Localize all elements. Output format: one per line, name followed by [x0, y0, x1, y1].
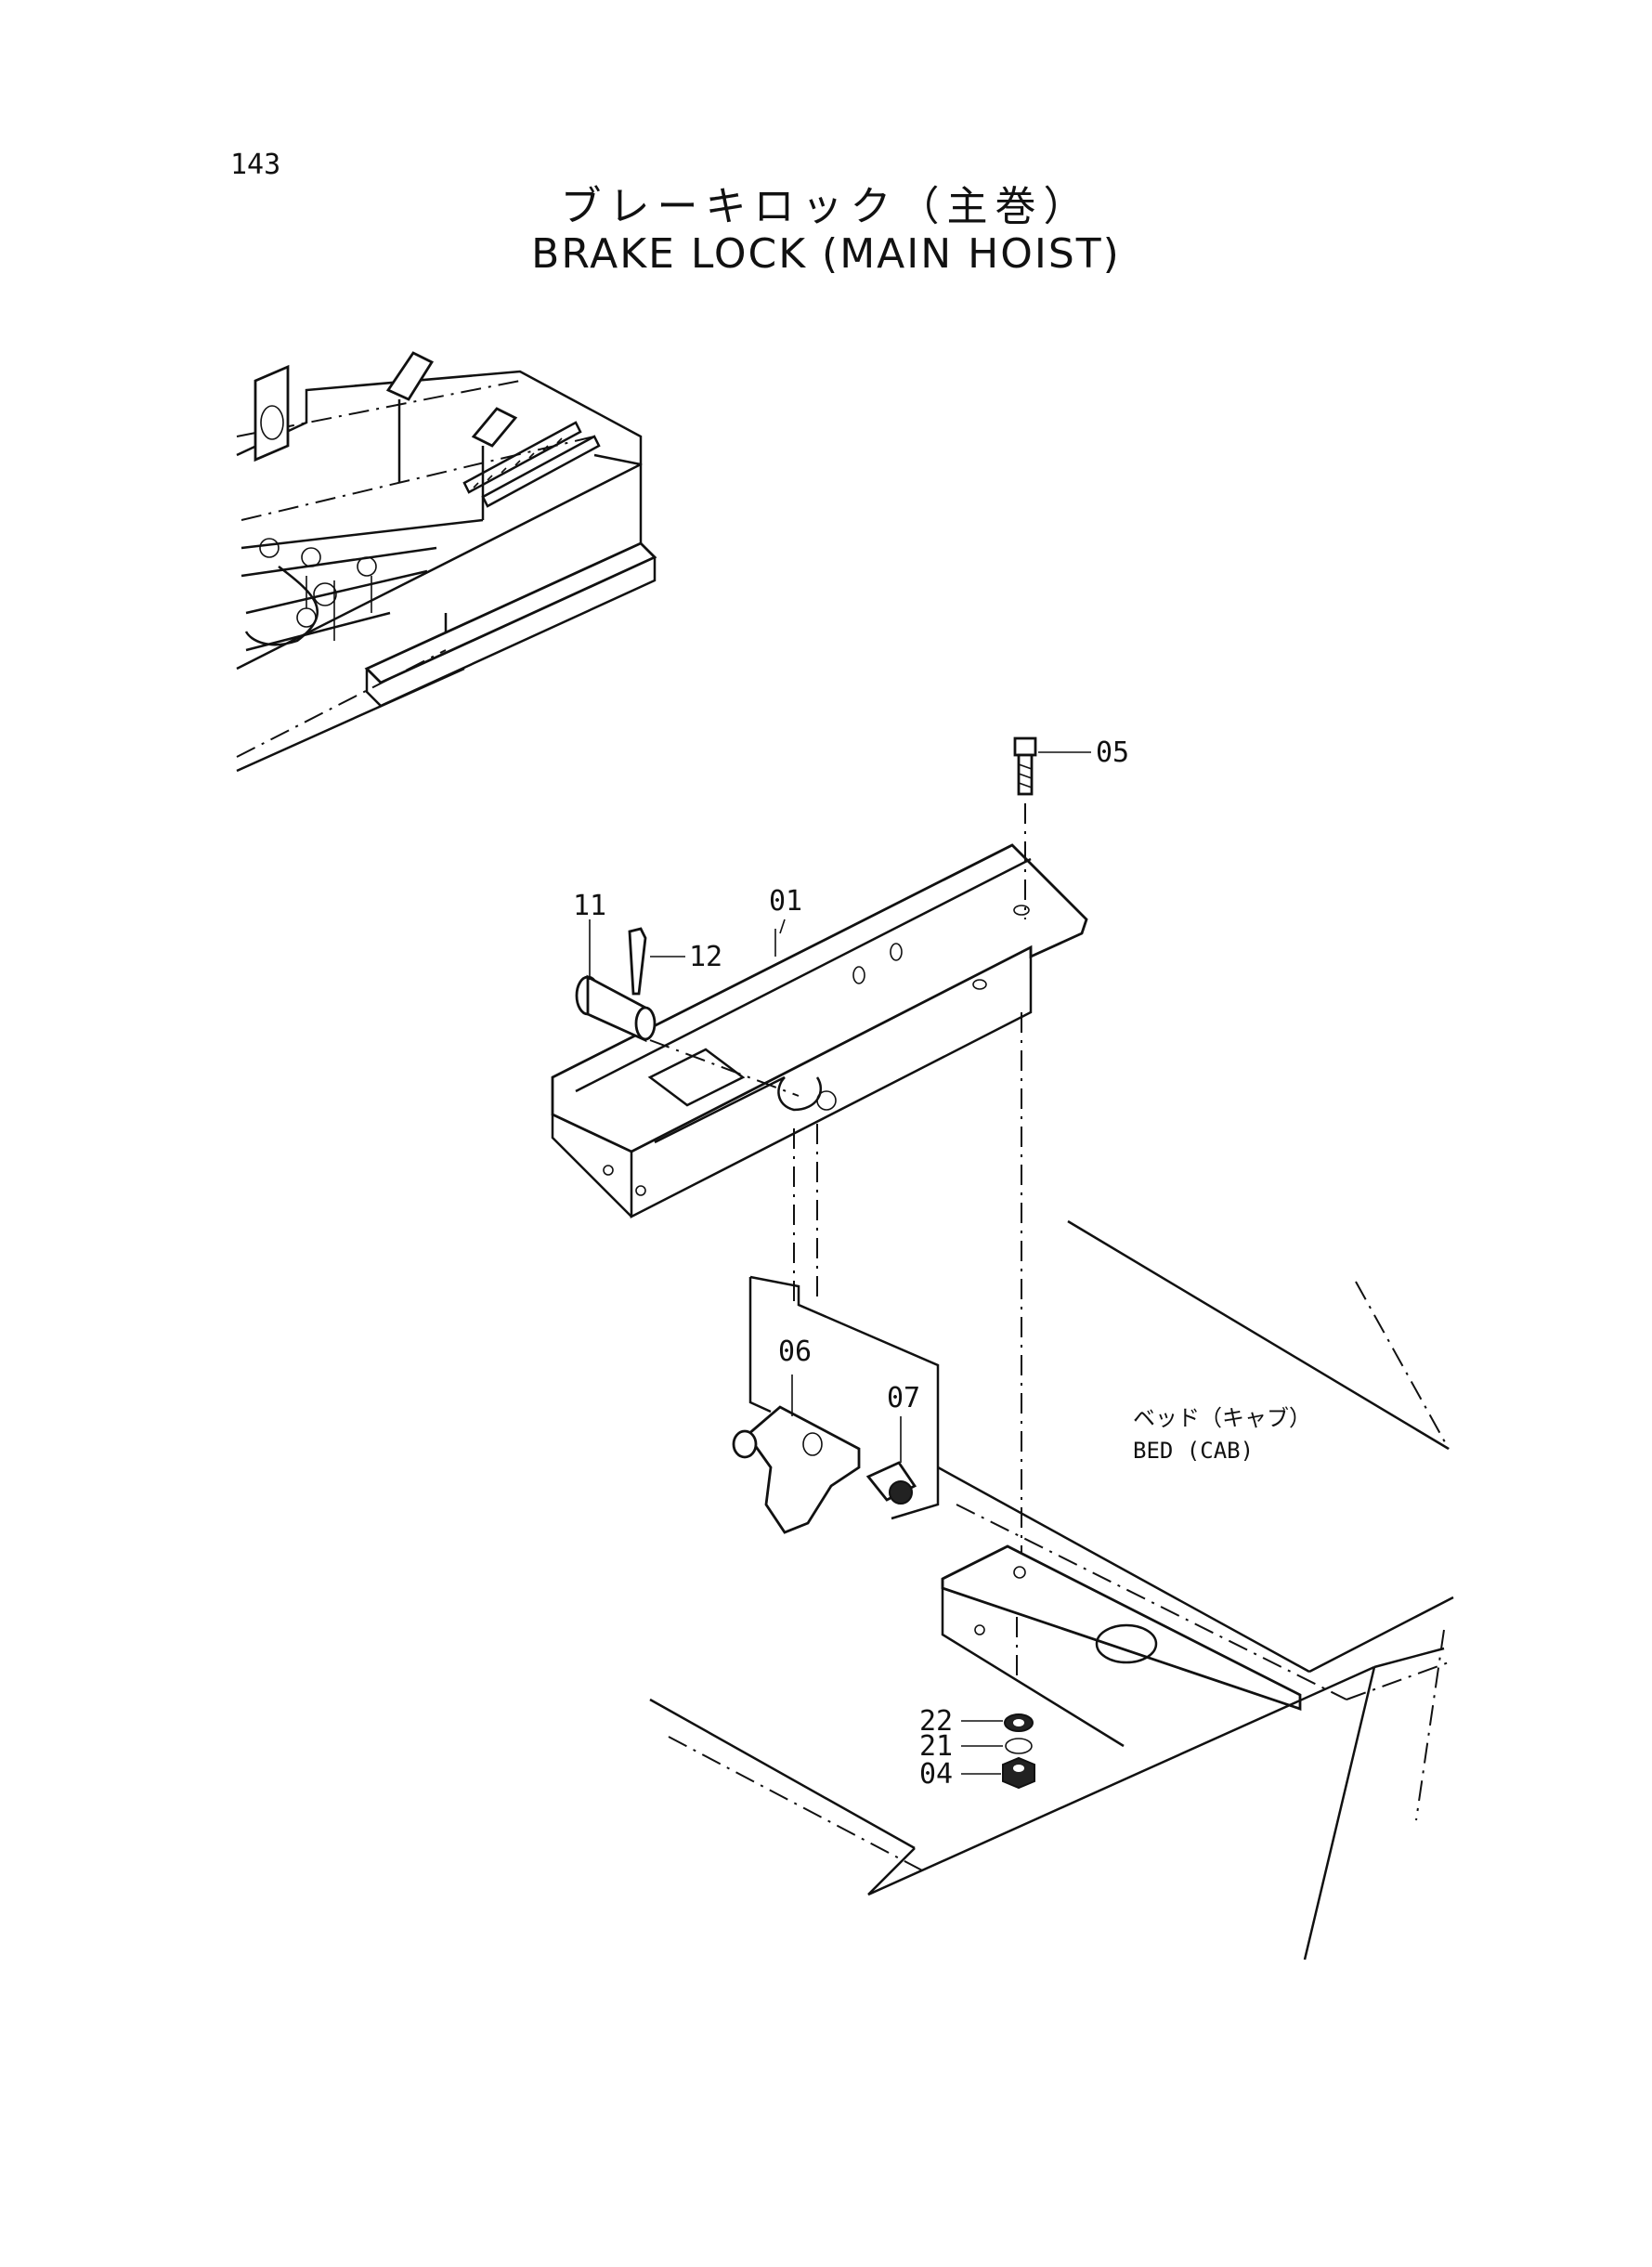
- lock-washer-21: 21: [919, 1730, 1033, 1763]
- callout-22: 22: [919, 1705, 953, 1738]
- callout-05: 05: [1096, 736, 1129, 769]
- lock-plate: [748, 1275, 940, 1520]
- bolt-05: 05: [1013, 736, 1129, 796]
- bracket-01: 01: [551, 843, 1088, 1219]
- bed-label-en: BED (CAB): [1133, 1438, 1254, 1464]
- callout-06: 06: [778, 1335, 812, 1368]
- pin-11: 11: [573, 890, 657, 1043]
- roller-07: 07: [865, 1382, 920, 1505]
- bed-label-jp: ベッド（キャブ）: [1133, 1405, 1311, 1431]
- alignment-lines: [649, 803, 1026, 1681]
- diagram-title-en: BRAKE LOCK (MAIN HOIST): [531, 230, 1121, 278]
- callout-12: 12: [689, 941, 722, 973]
- callout-07: 07: [887, 1382, 920, 1414]
- console-inset: [236, 351, 657, 773]
- bed-cab: ベッド（キャブ） BED (CAB): [649, 1219, 1454, 1961]
- lever-06: 06: [732, 1335, 861, 1534]
- callout-21: 21: [919, 1730, 953, 1763]
- diagram-title-jp: ブレーキロック（主巻）: [560, 183, 1092, 230]
- washer-22: 22: [919, 1705, 1034, 1738]
- callout-04: 04: [919, 1758, 953, 1791]
- page-number: 143: [230, 149, 281, 181]
- cotter-pin-12: 12: [628, 927, 722, 996]
- callout-11: 11: [573, 890, 606, 922]
- callout-01: 01: [769, 885, 802, 918]
- nut-04: 04: [919, 1756, 1035, 1791]
